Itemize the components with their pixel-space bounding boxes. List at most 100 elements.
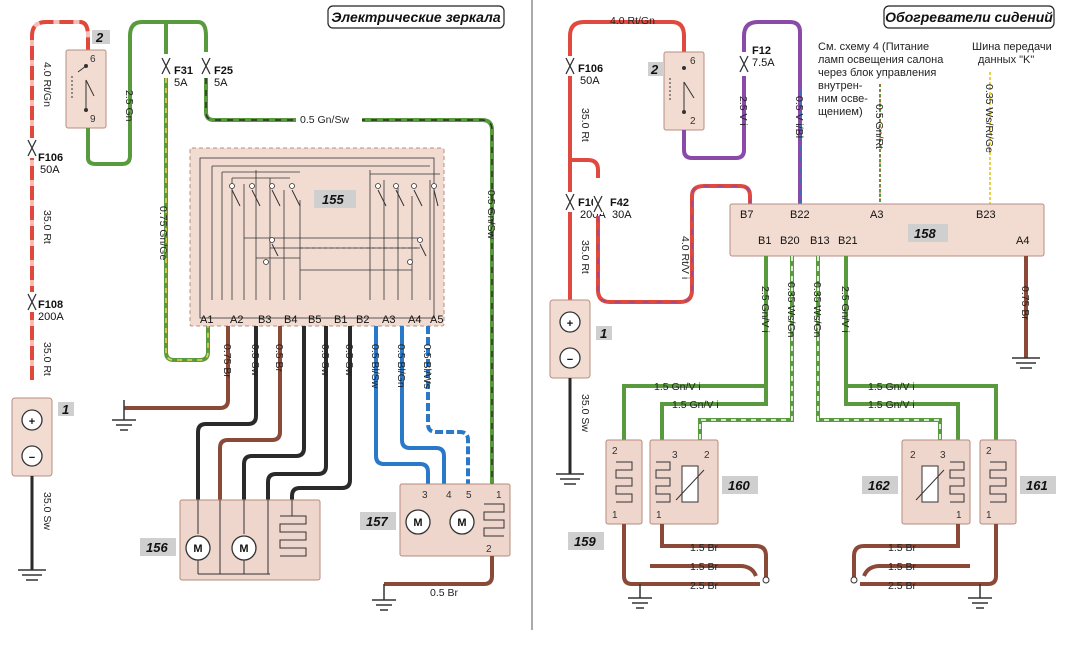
svg-text:данных "K": данных "K" <box>978 54 1034 66</box>
ground-icon <box>628 584 652 609</box>
mirror-156: 156 M M <box>140 499 321 581</box>
wire-label: 1.5 Br <box>690 561 719 573</box>
svg-text:B4: B4 <box>284 314 297 326</box>
motor-icon <box>449 509 475 535</box>
svg-text:50A: 50A <box>580 75 600 87</box>
svg-text:M: M <box>457 517 466 529</box>
wire-label: 1.5 Gn/V i <box>868 399 915 411</box>
svg-text:ламп освещения салона: ламп освещения салона <box>818 54 944 66</box>
svg-text:6: 6 <box>90 54 96 65</box>
svg-text:2: 2 <box>690 116 696 127</box>
svg-text:158: 158 <box>914 226 936 241</box>
svg-text:162: 162 <box>868 478 890 493</box>
svg-text:F12: F12 <box>752 45 771 57</box>
ground-icon <box>1012 357 1040 369</box>
svg-text:1: 1 <box>496 490 502 501</box>
wire-label: 0.5 Gn/Sw <box>485 190 497 239</box>
wire-label: 0.5 Bl/Sw <box>369 344 381 389</box>
wire-label: 0.5 Br <box>430 587 459 599</box>
wire-label: 0.5 Bl/Gn <box>395 344 407 388</box>
wire-label: 1.5 Br <box>888 561 917 573</box>
svg-text:2: 2 <box>612 446 618 457</box>
wire-label: 0.35 Ws/Rt/Ge <box>983 84 995 153</box>
svg-text:5A: 5A <box>214 77 228 89</box>
svg-text:B21: B21 <box>838 235 858 247</box>
svg-text:9: 9 <box>90 114 96 125</box>
svg-text:F106: F106 <box>578 63 603 75</box>
wire-label: 1.5 Gn/V i <box>868 381 915 393</box>
wire-label: 0.5 Gn/Sw <box>300 114 349 126</box>
svg-text:B22: B22 <box>790 209 810 221</box>
right-title: Обогреватели сидений <box>885 9 1053 25</box>
wire-label: 35.0 Rt <box>41 210 53 244</box>
svg-text:155: 155 <box>322 192 344 207</box>
wire-label: 1.5 Gn/V i <box>672 399 719 411</box>
svg-text:2: 2 <box>95 30 104 45</box>
svg-text:F108: F108 <box>38 299 63 311</box>
svg-text:B20: B20 <box>780 235 800 247</box>
wire-label: 0.75 Br <box>221 344 233 378</box>
svg-text:−: − <box>29 452 35 464</box>
svg-text:1: 1 <box>612 510 618 521</box>
ground-icon <box>18 569 46 581</box>
fuse-f42: F42 30A <box>593 194 632 221</box>
fuse-f12: F12 7.5A <box>739 45 775 74</box>
motor-icon <box>405 509 431 535</box>
heater-icon <box>483 503 505 537</box>
svg-text:См. схему 4 (Питание: См. схему 4 (Питание <box>818 41 929 53</box>
wire-label: 0.5 Bl/Ws <box>421 344 433 389</box>
svg-text:A1: A1 <box>200 314 213 326</box>
svg-text:+: + <box>567 318 573 330</box>
left-title: Электрические зеркала <box>331 9 500 25</box>
svg-text:200A: 200A <box>38 311 64 323</box>
svg-text:+: + <box>29 416 35 428</box>
svg-text:A4: A4 <box>1016 235 1029 247</box>
svg-text:B1: B1 <box>758 235 771 247</box>
svg-text:M: M <box>413 517 422 529</box>
wire-label: 35.0 Sw <box>579 394 591 432</box>
wire-label: 4.0 Rt/Gn <box>41 62 53 107</box>
svg-text:B23: B23 <box>976 209 996 221</box>
wire-label: 4.0 Rt/V i <box>679 236 691 279</box>
wire-label: 0.75 Gn/Ge <box>157 206 169 260</box>
svg-text:B13: B13 <box>810 235 830 247</box>
svg-text:6: 6 <box>690 56 696 67</box>
wire-label: 35.0 Rt <box>41 342 53 376</box>
heater-icon <box>615 461 633 503</box>
wire-label: 0.75 Br <box>1019 286 1031 320</box>
svg-text:50A: 50A <box>40 164 60 176</box>
svg-text:M: M <box>239 543 248 555</box>
svg-text:−: − <box>567 354 573 366</box>
svg-text:159: 159 <box>574 534 596 549</box>
svg-text:3: 3 <box>672 450 678 461</box>
seat-heater-159: 2 1 159 <box>568 439 643 550</box>
ignition-switch-left: 2 6 9 <box>65 30 110 129</box>
seat-heater-control-158: B7 B22 A3 B23 158 B1 B20 B13 B21 A4 <box>729 203 1045 257</box>
left-title-box <box>327 5 505 29</box>
wire-label: 4.0 Rt/Gn <box>610 15 655 27</box>
svg-text:A3: A3 <box>382 314 395 326</box>
svg-text:B3: B3 <box>258 314 271 326</box>
wire-left-main-power <box>30 20 90 380</box>
svg-text:F31: F31 <box>174 65 193 77</box>
seat-heater-sensor-162: 2 3 1 162 <box>862 439 971 525</box>
wire-label: 2.5 Br <box>690 580 719 592</box>
svg-text:внутрен-: внутрен- <box>818 80 863 92</box>
svg-text:F42: F42 <box>610 197 629 209</box>
ground-icon <box>968 584 992 609</box>
wire-label: 35.0 Rt <box>579 240 591 274</box>
svg-text:через блок управления: через блок управления <box>818 67 936 79</box>
svg-text:156: 156 <box>146 540 168 555</box>
wire-label: 0.5 Sw <box>249 344 261 377</box>
fuse-f108-left: F108 200A <box>27 292 64 323</box>
svg-text:5A: 5A <box>174 77 188 89</box>
svg-text:1: 1 <box>62 402 69 417</box>
svg-text:1: 1 <box>600 326 607 341</box>
battery-right: + − 1 <box>549 299 612 379</box>
svg-text:1: 1 <box>956 510 962 521</box>
svg-text:B5: B5 <box>308 314 321 326</box>
svg-text:A4: A4 <box>408 314 421 326</box>
wire-label: 0.35 Ws/Gn <box>811 282 823 338</box>
svg-text:щением): щением) <box>818 106 863 118</box>
svg-text:F25: F25 <box>214 65 233 77</box>
